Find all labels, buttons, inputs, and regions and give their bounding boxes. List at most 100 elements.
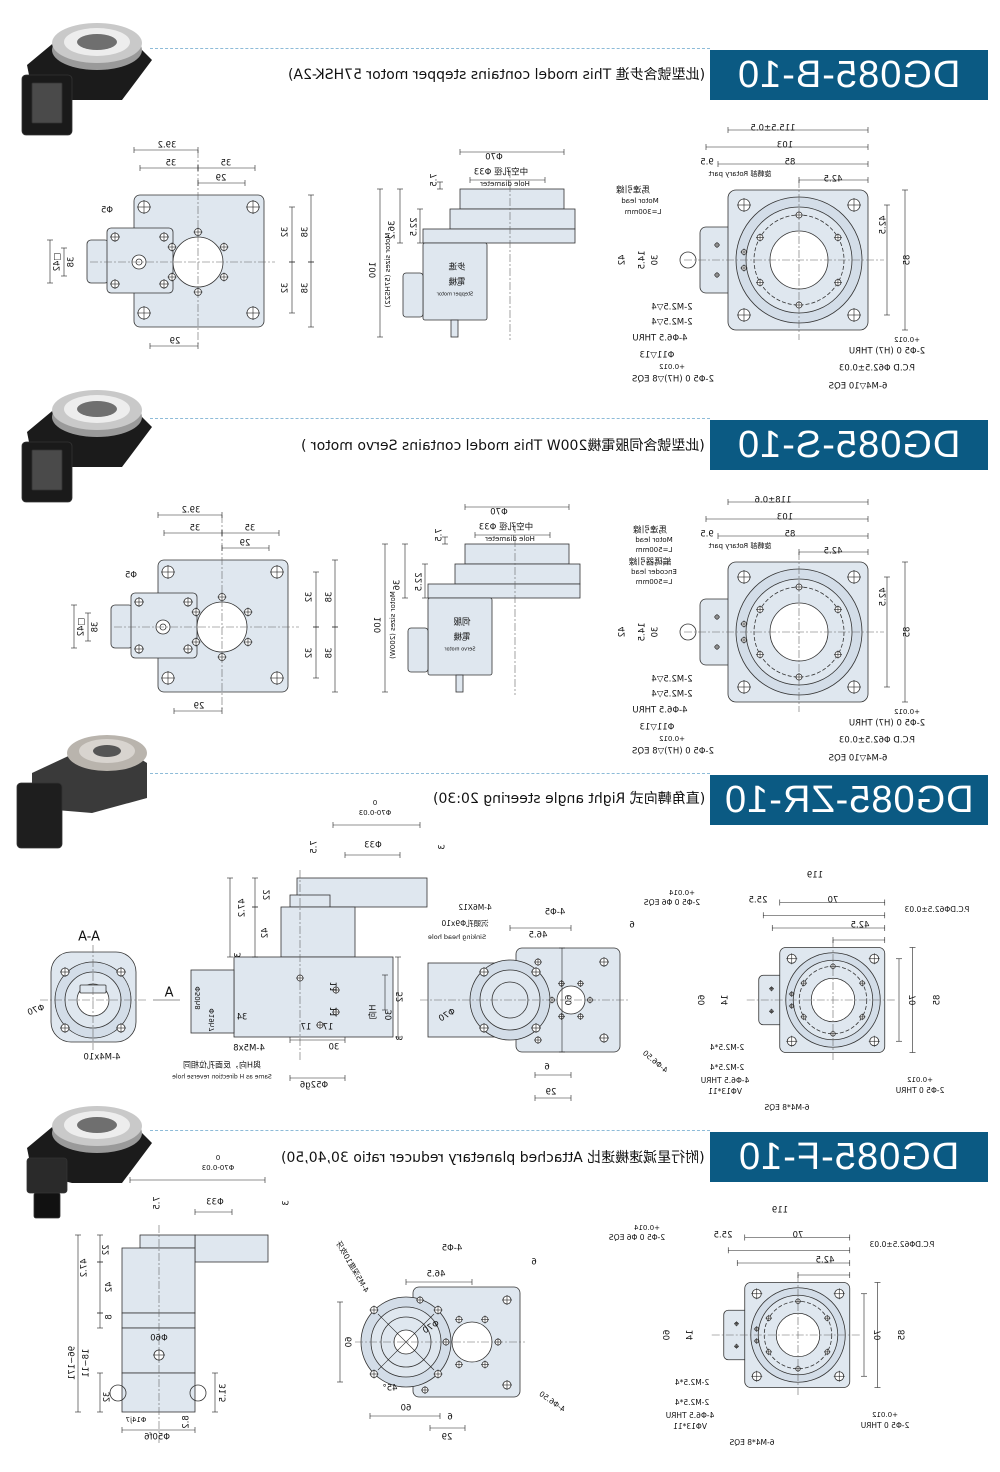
section-divider	[150, 773, 710, 774]
dimension-label: 34	[237, 1013, 248, 1023]
motor-body-outline	[110, 604, 134, 649]
dimension-label: 4-Φ6.5 THRU	[701, 1076, 750, 1085]
dimension-label: 7.5	[310, 840, 320, 854]
dimension-label: 85	[933, 995, 943, 1006]
motor-flange	[121, 1372, 196, 1413]
dimension-label: Encoder lead	[631, 568, 677, 576]
dimension-label: Φ33	[364, 841, 382, 851]
dimension-label: 6	[544, 1063, 549, 1073]
product-photo-s	[21, 390, 152, 503]
dimension-label: +0.012	[659, 363, 685, 371]
reducer-body	[26, 1157, 68, 1194]
dimension-label: Φ70	[26, 1003, 46, 1018]
dimension-label: 4-M5深度10攻牙	[334, 1238, 372, 1294]
dimension-label: 8.2	[182, 1415, 192, 1429]
motor-shaft	[455, 674, 464, 693]
dimension-label: □42	[77, 618, 87, 637]
product-photo-b	[21, 23, 152, 136]
dimension-label: 29	[194, 702, 205, 712]
dimension-label: 14.5	[638, 623, 648, 642]
dimension-label: 39.2	[158, 141, 177, 151]
dimension-label: 中空孔徑 Φ33	[479, 522, 533, 533]
housing-base	[427, 583, 581, 599]
dimension-label: 4-Φ6.5 THRU	[666, 1411, 715, 1420]
dimension-label: L=500mm	[635, 578, 672, 586]
dimension-label: 6	[447, 1413, 452, 1423]
dimension-label: 11	[330, 1007, 340, 1018]
dimension-label: 2-M2.5*4	[675, 1398, 710, 1407]
dimension-label: Sinking head hole	[428, 933, 486, 941]
dimension-label: 60	[698, 995, 708, 1006]
dimension-label: 22.5	[410, 218, 420, 237]
dimension-label: 4-M4x10	[83, 1053, 120, 1063]
cable-connector	[402, 272, 424, 318]
dimension-label: 4-Φ5	[442, 1244, 463, 1254]
dimension-label: 4-Φ6.5 THRU	[632, 706, 687, 716]
dimension-label: 25.5	[749, 896, 768, 906]
dimension-label: 6-M4*8 EQS	[764, 1103, 809, 1112]
dimension-label: 119	[772, 1206, 788, 1216]
dimension-label: 旋轉部 Rotary part	[708, 169, 771, 178]
dimension-label: 電機	[453, 632, 471, 643]
dimension-label: P.C.D Φ62.5±0.03	[839, 736, 915, 746]
dimension-label: 2-M2.5▽4	[651, 675, 692, 685]
dimension-label: Φ19h7	[208, 1008, 216, 1031]
dimension-label: Same as H direction reverse hole	[172, 1074, 272, 1081]
dimension-label: 35	[166, 159, 177, 169]
dimension-label: 52	[396, 992, 406, 1003]
model-header-f: DG085-F-10	[710, 1132, 988, 1182]
rotary-table-mid	[454, 563, 581, 585]
dimension-label: 9.5	[700, 158, 714, 168]
dimension-label: 42.5	[879, 216, 889, 235]
dimension-label: +0.012	[659, 735, 685, 743]
dimension-label: 2-M2.5*4	[710, 1043, 745, 1052]
dimension-label: 電機	[448, 277, 466, 288]
dimension-label: 30	[651, 255, 661, 266]
dimension-label: 85	[898, 1330, 908, 1341]
dimension-label: 103	[777, 513, 793, 523]
dimension-label: 4-Φ6.50	[537, 1389, 567, 1414]
dimension-label: A	[164, 986, 173, 1001]
dimension-label: 29	[546, 1088, 557, 1098]
right-angle-body	[280, 906, 356, 958]
dimension-label: 3	[438, 844, 448, 849]
dimension-label: Φ50h8	[194, 986, 202, 1009]
dimension-label: 85	[903, 255, 913, 266]
dimension-label: 103	[777, 141, 793, 151]
hollow-bore	[77, 1117, 117, 1133]
dimension-label: Φ11▽13	[640, 723, 675, 733]
motor-shaft	[450, 319, 459, 338]
dimension-label: 38	[325, 592, 335, 603]
dimension-label: 步進	[448, 263, 466, 273]
motor-body	[16, 782, 63, 849]
dimension-label: 42	[618, 627, 628, 638]
dimension-label: Φ70-0.03	[359, 809, 392, 817]
dimension-label: 7.5	[153, 1196, 163, 1210]
product-photo-f	[26, 1106, 152, 1219]
dimension-label: Φ14j7	[126, 1416, 147, 1424]
dimension-label: 30	[385, 1010, 395, 1021]
dimension-label: 85	[785, 530, 796, 540]
housing-body	[121, 1247, 196, 1314]
dimension-label: 35	[221, 159, 232, 169]
dimension-label: 2-Φ5 0 THRU	[896, 1086, 945, 1095]
dimension-label: 25.5	[714, 1231, 733, 1241]
dimension-label: 4-M5x8	[233, 1044, 265, 1054]
dimension-label: 3	[396, 1035, 406, 1040]
diagonal-line	[377, 1313, 435, 1371]
dimension-label: 42.5	[851, 921, 870, 931]
dimension-label: 42	[261, 928, 271, 939]
section-divider	[150, 1130, 710, 1131]
dimension-label: 7.5	[430, 173, 440, 187]
dimension-label: 17	[301, 1023, 312, 1033]
section-divider	[150, 418, 710, 419]
dimension-label: 29	[216, 174, 227, 184]
dimension-label: 3	[282, 1200, 292, 1205]
rotary-table-mid	[449, 208, 576, 230]
reducer-collar	[121, 1312, 196, 1329]
housing-base	[422, 228, 576, 244]
